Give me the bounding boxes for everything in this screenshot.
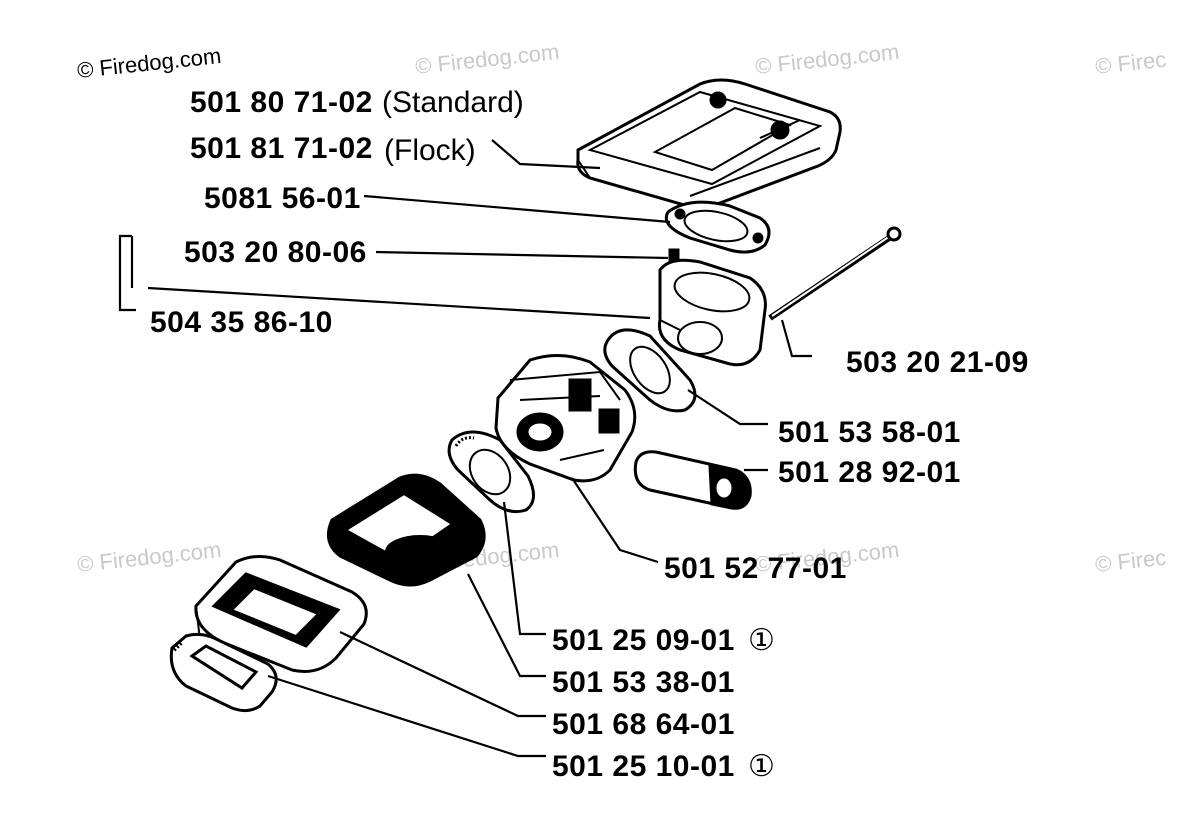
watermark-top-right: © Firedog.com [754,39,900,79]
carburetor-drawing [494,354,637,483]
gasket-mid-drawing [447,430,535,514]
watermark-mid-left: © Firedog.com [76,537,222,577]
intake-block-drawing [326,473,486,587]
label-gasket-bottom-mark: ① [748,750,775,783]
filter-holder-drawing [657,258,767,367]
label-carburetor: 501 52 77-01 [664,552,847,585]
label-filter-cover-standard-note: (Standard) [382,86,524,119]
label-gasket-mid: 501 25 09-01 [552,624,735,657]
label-filter-cover-standard: 501 80 71-02 [190,86,373,119]
watermark-mid-edge: © Firec [1094,545,1167,577]
carb-gasket-drawing [603,328,697,413]
gasket-bottom-drawing [169,632,278,713]
fuel-part-drawing [633,450,752,510]
label-rod: 503 20 21-09 [846,346,1029,379]
leader-lines [118,139,812,758]
label-filter-holder: 504 35 86-10 [150,306,333,339]
label-gasket-top: 5081 56-01 [204,182,361,215]
label-carb-gasket: 501 53 58-01 [778,416,961,449]
watermark-top-center: © Firedog.com [414,39,560,79]
label-gasket-bottom: 501 25 10-01 [552,750,735,783]
watermark-top-edge: © Firec [1094,47,1167,79]
label-stud: 503 20 80-06 [184,236,367,269]
label-intake-block: 501 53 38-01 [552,666,735,699]
label-filter-cover-flock: 501 81 71-02 [190,132,373,165]
label-filter-cover-flock-note: (Flock) [384,134,476,167]
filter-cover-drawing [576,78,842,210]
label-intake-boot: 501 68 64-01 [552,708,735,741]
watermark-main: © Firedog.com [76,43,222,83]
label-gasket-mid-mark: ① [748,624,775,657]
rod-drawing [768,226,902,321]
label-fuel-part: 501 28 92-01 [778,456,961,489]
gasket-top-drawing [664,200,771,254]
